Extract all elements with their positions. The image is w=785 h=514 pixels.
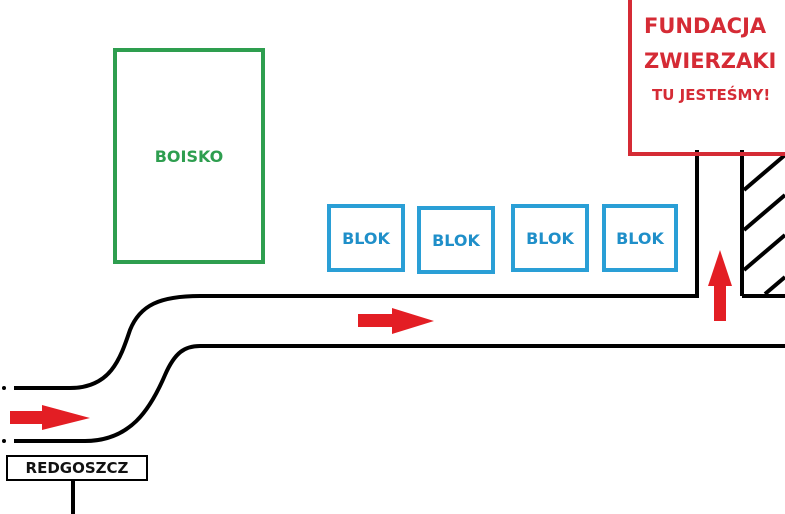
- block-label: BLOK: [616, 228, 664, 248]
- block-label: BLOK: [526, 228, 574, 248]
- block-1: BLOK: [327, 204, 405, 272]
- block-4: BLOK: [602, 204, 678, 272]
- road-dot: [2, 386, 6, 390]
- city-sign: REDGOSZCZ: [6, 455, 148, 481]
- arrow-right-icon: [10, 405, 90, 430]
- road-dot: [2, 439, 6, 443]
- foundation-location: FUNDACJA ZWIERZAKI TU JESTEŚMY!: [628, 0, 785, 156]
- block-3: BLOK: [511, 204, 589, 272]
- block-2: BLOK: [417, 206, 495, 274]
- arrow-up-icon: [708, 250, 732, 321]
- foundation-here-label: TU JESTEŚMY!: [652, 86, 771, 104]
- road-lower-edge: [14, 344, 785, 443]
- foundation-name-line2: ZWIERZAKI: [644, 49, 777, 73]
- foundation-name-line1: FUNDACJA: [644, 14, 767, 38]
- field-label: BOISKO: [154, 146, 224, 166]
- field-boisko: BOISKO: [113, 48, 265, 264]
- block-label: BLOK: [432, 230, 480, 250]
- road-upper-edge: [14, 150, 699, 390]
- city-sign-label: REDGOSZCZ: [25, 459, 129, 477]
- block-label: BLOK: [342, 228, 390, 248]
- arrow-right-icon: [358, 308, 434, 334]
- hatched-wall: [742, 153, 785, 296]
